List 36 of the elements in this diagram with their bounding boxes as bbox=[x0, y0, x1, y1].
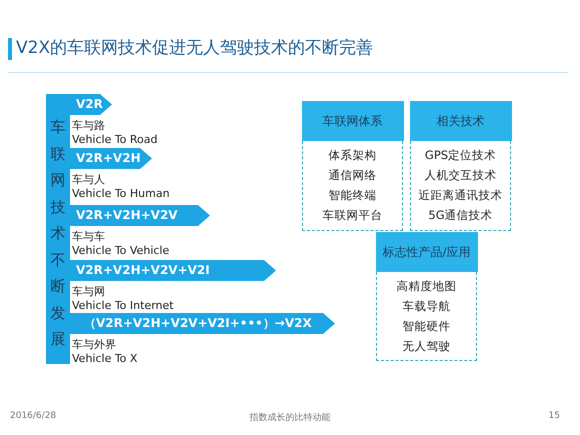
list-item: 人机交互技术 bbox=[424, 167, 498, 184]
footer-text: 2016/6/28 bbox=[10, 411, 56, 421]
node-label: 车与外界 bbox=[72, 338, 117, 352]
footer-text: 指数成长的比特动能 bbox=[250, 412, 330, 424]
title: V2X的车联网技术促进无人驾驶技术的不断完善 bbox=[16, 37, 374, 59]
band-label: 车联网技术不断发展 bbox=[50, 117, 66, 350]
list-item: 车载导航 bbox=[402, 298, 452, 315]
list-item: 无人驾驶 bbox=[402, 338, 452, 355]
list-item: 车联网平台 bbox=[322, 207, 384, 224]
node-label: Vehicle To Human bbox=[72, 187, 170, 201]
arrow-band: V2R+V2H bbox=[70, 148, 152, 169]
arrow-band: （V2R+V2H+V2V+V2I+•••）→V2X bbox=[70, 313, 335, 334]
vertical-band bbox=[46, 94, 70, 364]
list-item: 高精度地图 bbox=[396, 278, 458, 295]
box-header: 标志性产品/应用 bbox=[376, 232, 478, 272]
arrow-band: V2R+V2H+V2V+V2I bbox=[70, 260, 276, 281]
list-item: 通信网络 bbox=[328, 167, 378, 184]
node-label: Vehicle To Vehicle bbox=[72, 244, 170, 258]
node-label: Vehicle To Internet bbox=[72, 299, 174, 313]
list-item: 体系架构 bbox=[328, 147, 378, 164]
node-label: 车与人 bbox=[72, 173, 106, 187]
footer-text: 15 bbox=[548, 411, 560, 421]
arrow-band: V2R bbox=[70, 94, 112, 115]
list-item: 智能硬件 bbox=[402, 318, 452, 335]
node-label: Vehicle To Road bbox=[72, 133, 158, 147]
box-header: 车联网体系 bbox=[302, 101, 404, 141]
box-header: 相关技术 bbox=[410, 101, 512, 141]
list-item: 5G通信技术 bbox=[427, 207, 494, 224]
node-label: 车与网 bbox=[72, 285, 106, 299]
node-label: 车与路 bbox=[72, 119, 106, 133]
node-label: Vehicle To X bbox=[72, 352, 138, 366]
list-item: 智能终端 bbox=[328, 187, 378, 204]
list-item: 近距离通讯技术 bbox=[418, 187, 504, 204]
list-item: GPS定位技术 bbox=[424, 147, 498, 164]
arrow-band: V2R+V2H+V2V bbox=[70, 205, 210, 226]
node-label: 车与车 bbox=[72, 230, 106, 244]
